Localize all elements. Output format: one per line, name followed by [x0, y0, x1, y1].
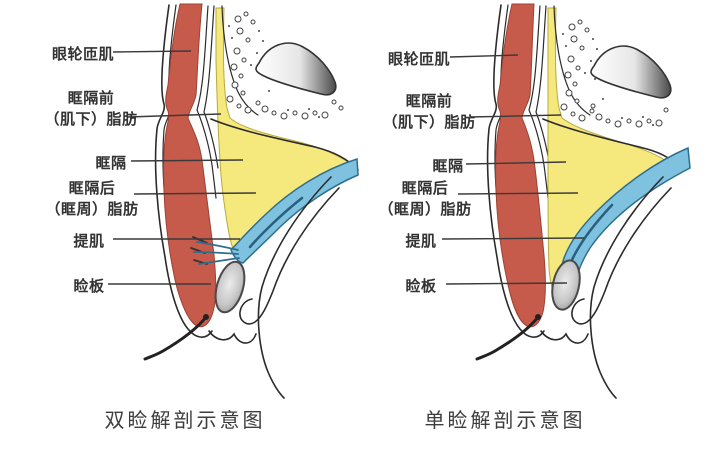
label-tarsus: 睑板 — [73, 278, 105, 295]
leader-line-postseptal-fat — [457, 192, 579, 195]
label-preseptal-fat: 眶隔前 （肌下）脂肪 — [368, 91, 490, 133]
skin-outline — [486, 4, 545, 338]
label-postseptal-fat: 眶隔后 （眶周）脂肪 — [364, 178, 486, 220]
label-septum: 眶隔 — [432, 158, 464, 175]
leader-line-septum — [465, 161, 567, 165]
label-preseptal-fat-line1: 眶隔前 — [67, 90, 115, 107]
label-septum: 眶隔 — [95, 155, 127, 172]
levator-tendon-streak — [569, 203, 614, 264]
leader-line-septum — [130, 159, 244, 162]
lid-margin-contour — [540, 330, 589, 344]
septum-fascia-line-2 — [203, 5, 219, 169]
leader-lines — [108, 50, 585, 285]
eyeball-cheek-contour — [589, 176, 664, 399]
label-preseptal-fat-line1: 眶隔前 — [405, 93, 453, 110]
leader-line-levator — [441, 237, 585, 240]
label-preseptal-fat-line2: （肌下）脂肪 — [44, 111, 138, 128]
label-orbicularis: 眼轮匝肌 — [51, 46, 114, 63]
label-postseptal-fat: 眶隔后 （眶周）脂肪 — [31, 178, 153, 220]
eyelash — [143, 315, 208, 361]
label-postseptal-fat-line1: 眶隔后 — [68, 180, 116, 197]
label-postseptal-fat-line2: （眶周）脂肪 — [45, 201, 139, 218]
fat-cells — [226, 11, 344, 120]
label-postseptal-fat-line2: （眶周）脂肪 — [378, 201, 472, 218]
levator-tendon-streak — [248, 196, 304, 249]
orbicularis-muscle-shape — [163, 3, 217, 328]
orbicularis-muscle-shape — [495, 3, 546, 328]
levator-skin-fibers — [193, 241, 240, 265]
conjunctival-sac-contour — [239, 187, 340, 325]
caption-double-eyelid: 双睑解剖示意图 — [104, 410, 266, 432]
leader-line-orbicularis — [449, 54, 519, 58]
fat-cells — [560, 19, 669, 128]
label-postseptal-fat-line1: 眶隔后 — [401, 180, 449, 197]
conjunctival-sac-contour — [571, 187, 672, 325]
septum-fascia-line-2 — [535, 5, 551, 169]
label-levator: 提肌 — [73, 233, 105, 250]
tarsal-plate-shape — [214, 260, 246, 314]
tarsal-plate-shape — [551, 259, 581, 311]
brow-fat-pad-shape — [590, 45, 672, 99]
leader-line-preseptal-fat — [469, 114, 562, 118]
septum-fascia-line — [196, 5, 217, 199]
orbital-rim-line — [210, 118, 359, 171]
brow-fat-pad-shape — [255, 42, 337, 96]
eyelash — [475, 315, 540, 361]
single-eyelid-drawing — [475, 3, 691, 399]
label-tarsus: 睑板 — [405, 278, 437, 295]
leader-line-orbicularis — [112, 50, 192, 53]
label-preseptal-fat: 眶隔前 （肌下）脂肪 — [30, 88, 152, 130]
label-levator: 提肌 — [405, 233, 437, 250]
lid-margin-contour — [208, 330, 257, 344]
leader-line-preseptal-fat — [127, 113, 222, 118]
label-preseptal-fat-line2: （肌下）脂肪 — [382, 114, 476, 131]
skin-outline — [154, 4, 213, 338]
caption-single-eyelid: 单睑解剖示意图 — [424, 410, 586, 432]
eyeball-cheek-contour — [257, 176, 332, 399]
leader-line-postseptal-fat — [133, 192, 257, 195]
label-orbicularis: 眼轮匝肌 — [387, 51, 450, 68]
septum-fascia-line — [528, 5, 549, 199]
double-eyelid-drawing — [143, 3, 359, 399]
leader-line-tarsus — [445, 282, 568, 285]
